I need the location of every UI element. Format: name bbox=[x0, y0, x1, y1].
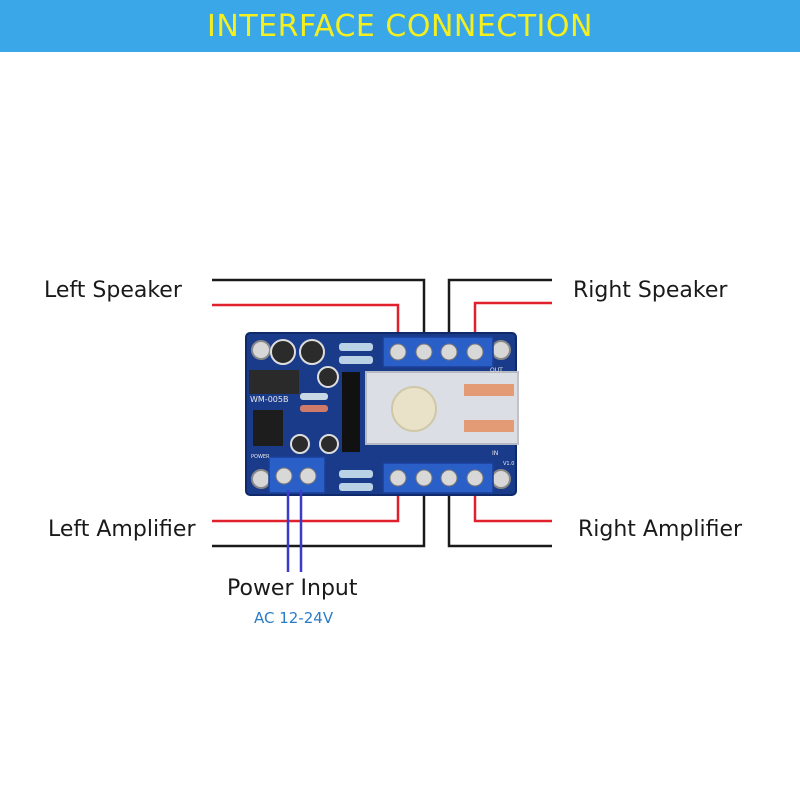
board-out-text: OUT bbox=[490, 367, 503, 374]
right-speaker-label: Right Speaker bbox=[573, 278, 728, 303]
board-in-text: IN bbox=[492, 450, 498, 457]
left-amplifier-label: Left Amplifier bbox=[48, 517, 196, 542]
left-amplifier-wires bbox=[212, 490, 426, 548]
power-spec-label: AC 12-24V bbox=[254, 609, 334, 627]
power-input-wires bbox=[286, 490, 303, 572]
right-speaker-wires bbox=[447, 278, 552, 340]
left-speaker-label: Left Speaker bbox=[44, 278, 182, 303]
relay-board: WM-005B POWER OUT IN V1.0 bbox=[245, 332, 519, 496]
left-speaker-wires bbox=[212, 278, 426, 340]
right-amplifier-label: Right Amplifier bbox=[578, 517, 743, 542]
power-input-label: Power Input bbox=[227, 576, 358, 601]
board-power-text: POWER bbox=[251, 454, 270, 460]
right-amplifier-wires bbox=[447, 490, 552, 548]
page-title: INTERFACE CONNECTION bbox=[207, 8, 593, 44]
header-banner: INTERFACE CONNECTION bbox=[0, 0, 800, 52]
board-model-text: WM-005B bbox=[250, 395, 288, 404]
board-version-text: V1.0 bbox=[503, 461, 514, 467]
